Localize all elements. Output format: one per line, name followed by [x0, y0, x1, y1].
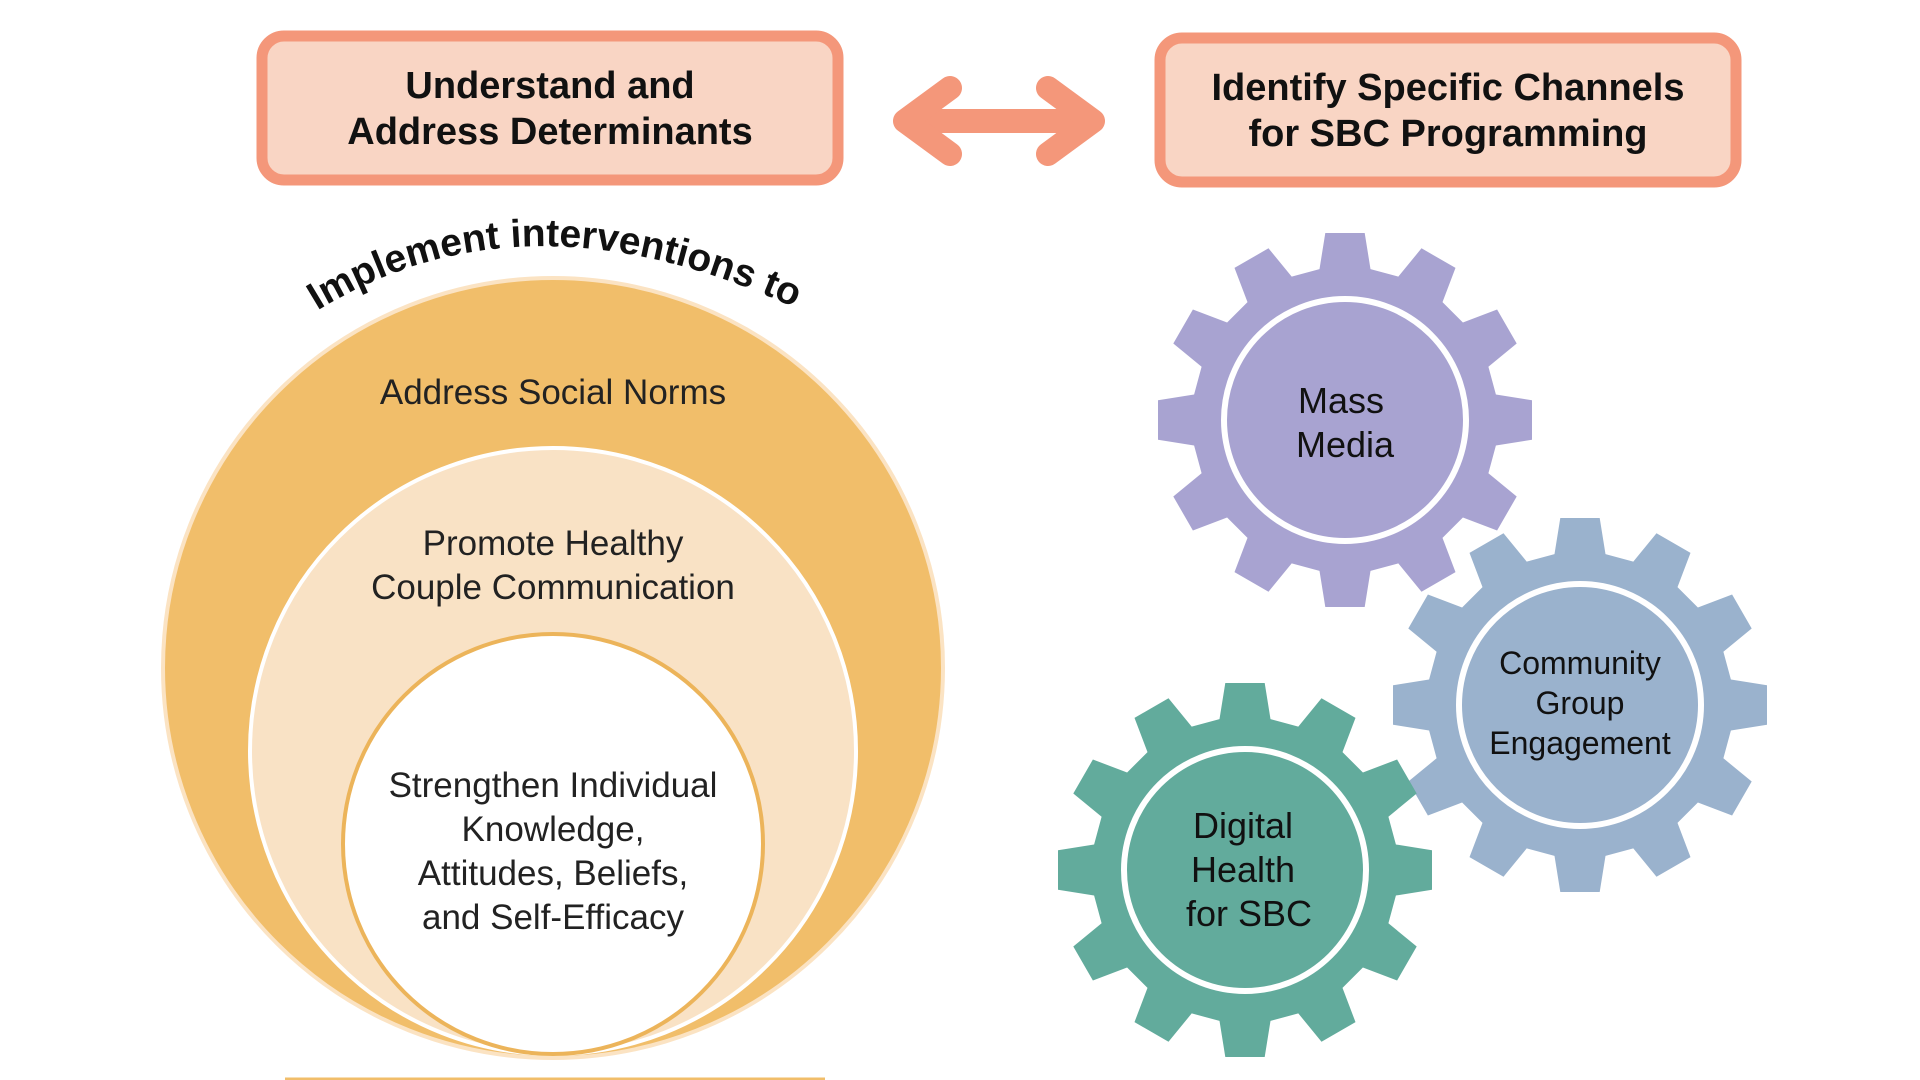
gear-mass-media-line2: Media [1296, 424, 1395, 465]
gear-community: Community Group Engagement [1393, 518, 1767, 892]
right-header-line1: Identify Specific Channels [1212, 67, 1685, 109]
right-header-line2: for SBC Programming [1248, 113, 1647, 155]
left-header-line1: Understand and [405, 65, 694, 107]
ring-inner-line2: Knowledge, [462, 810, 645, 849]
ring-outer-label: Address Social Norms [380, 373, 726, 412]
gear-community-line3: Engagement [1489, 725, 1671, 761]
ring-inner-line3: Attitudes, Beliefs, [418, 854, 688, 893]
ring-middle-line1: Promote Healthy [423, 524, 684, 563]
left-header-line2: Address Determinants [347, 111, 752, 153]
inner-ring [341, 632, 765, 1056]
gear-community-line1: Community [1499, 645, 1661, 681]
gear-community-hub [1456, 581, 1704, 829]
gear-digital-line1: Digital [1193, 805, 1293, 846]
nested-rings [161, 276, 945, 1080]
gear-digital-hub [1121, 746, 1369, 994]
gear-mass-media-hub [1221, 296, 1469, 544]
gear-digital-line3: for SBC [1186, 893, 1312, 934]
left-header-box: Understand and Address Determinants [256, 30, 844, 186]
gear-digital: Digital Health for SBC [1058, 683, 1432, 1057]
gear-community-line2: Group [1536, 685, 1625, 721]
right-header-box: Identify Specific Channels for SBC Progr… [1154, 32, 1742, 188]
ring-inner-line1: Strengthen Individual [389, 766, 718, 805]
ring-inner-line4: and Self-Efficacy [422, 898, 684, 937]
gear-mass-media-line1: Mass [1298, 380, 1384, 421]
gear-digital-line2: Health [1191, 849, 1295, 890]
ring-middle-line2: Couple Communication [371, 568, 735, 607]
double-arrow-icon [893, 76, 1105, 166]
gear-mass-media: Mass Media [1158, 233, 1532, 607]
